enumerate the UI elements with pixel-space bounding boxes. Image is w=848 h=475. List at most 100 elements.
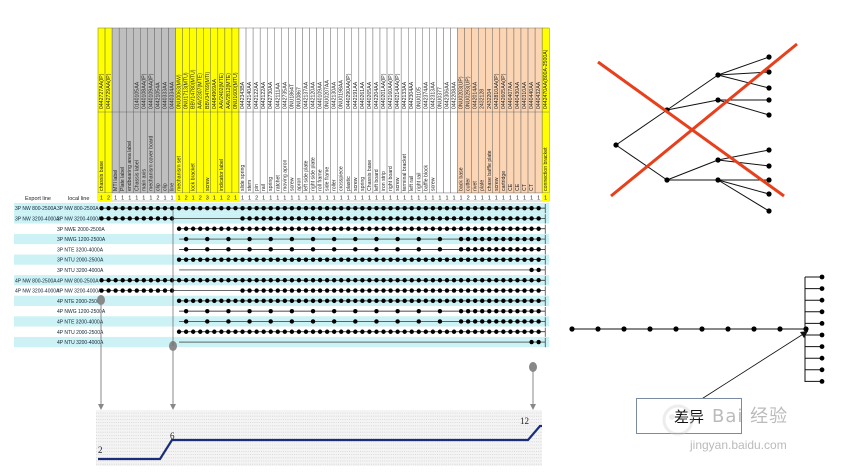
part-name: MTI label bbox=[113, 170, 119, 191]
bom-dot bbox=[127, 205, 132, 211]
qty-value: 1 bbox=[347, 195, 350, 201]
bom-dot bbox=[430, 257, 436, 262]
bom-dot bbox=[487, 319, 492, 324]
bom-dot bbox=[339, 257, 344, 262]
bom-dot bbox=[381, 205, 386, 211]
bom-dot bbox=[353, 308, 358, 314]
bom-dot bbox=[437, 236, 443, 242]
bom-dot bbox=[353, 216, 358, 221]
connector-arrow bbox=[530, 404, 536, 410]
bom-dot bbox=[106, 288, 111, 293]
bom-dot bbox=[409, 288, 414, 293]
bom-dot bbox=[494, 298, 499, 304]
bom-dot bbox=[402, 205, 407, 211]
part-name: screw bbox=[395, 177, 401, 191]
comb-leaf bbox=[819, 297, 825, 303]
bom-dot bbox=[233, 257, 238, 262]
qty-cell-bg bbox=[224, 193, 232, 201]
bom-dot bbox=[141, 216, 147, 221]
column-header bbox=[330, 27, 338, 194]
bom-dot bbox=[487, 236, 492, 242]
bom-dot bbox=[409, 329, 414, 334]
qty-value: 1 bbox=[170, 195, 173, 201]
bom-dot bbox=[472, 329, 478, 334]
bom-dot bbox=[395, 247, 400, 252]
bom-dot bbox=[472, 257, 478, 262]
bom-dot bbox=[289, 308, 295, 314]
bom-dot bbox=[388, 226, 393, 231]
bom-dot bbox=[331, 247, 337, 252]
tree-edge bbox=[666, 159, 719, 181]
part-code: 0442122AA bbox=[261, 81, 267, 109]
bom-dot bbox=[275, 329, 280, 334]
bom-dot bbox=[458, 216, 464, 221]
part-name: slide spring bbox=[240, 165, 246, 191]
bom-dot bbox=[360, 288, 365, 293]
part-code: 0442204AA bbox=[374, 81, 380, 109]
bom-dot bbox=[508, 257, 513, 262]
bom-dot bbox=[339, 216, 344, 221]
bom-dot bbox=[261, 298, 266, 304]
qty-value: 1 bbox=[114, 195, 117, 201]
tree-node bbox=[766, 191, 772, 197]
bom-dot bbox=[494, 236, 499, 242]
bom-dot bbox=[275, 298, 280, 304]
bom-dot bbox=[155, 205, 161, 211]
bom-dot bbox=[430, 205, 436, 211]
bom-dot bbox=[480, 319, 485, 324]
bom-dot bbox=[353, 278, 358, 283]
bom-dot bbox=[282, 226, 288, 231]
column-header bbox=[203, 27, 212, 194]
local-line-label: 3P NW 3200-4000A bbox=[57, 216, 102, 222]
bom-dot bbox=[240, 205, 245, 211]
bom-dot bbox=[423, 288, 429, 293]
comb-leaf bbox=[819, 274, 825, 280]
qty-value: 1 bbox=[537, 195, 540, 201]
local-line-label: 4P NTU 3200-4000A bbox=[57, 340, 104, 346]
column-header bbox=[513, 27, 522, 194]
bom-dot bbox=[494, 329, 499, 334]
bom-dot bbox=[451, 226, 457, 231]
bom-dot bbox=[275, 257, 280, 262]
tree-node bbox=[766, 97, 772, 103]
bom-dot bbox=[360, 298, 365, 304]
bom-dot bbox=[480, 308, 485, 314]
bom-dot bbox=[480, 205, 485, 211]
tree-node bbox=[715, 72, 721, 78]
step-level-label: 2 bbox=[98, 445, 103, 455]
bom-dot bbox=[275, 216, 280, 221]
column-header bbox=[182, 27, 190, 194]
bom-dot bbox=[261, 278, 266, 283]
bom-dot bbox=[275, 288, 280, 293]
difference-callout: 差异 bbox=[636, 398, 742, 434]
tree-edge bbox=[666, 99, 719, 111]
qty-value: 1 bbox=[523, 195, 526, 201]
bom-dot bbox=[113, 288, 118, 293]
part-code: 0NU0377 bbox=[437, 87, 443, 109]
bom-dot bbox=[310, 216, 316, 221]
column-header bbox=[274, 27, 282, 194]
bom-dot bbox=[515, 278, 520, 283]
bom-dot bbox=[310, 236, 316, 242]
bom-dot bbox=[99, 216, 104, 221]
qty-cell-bg bbox=[175, 193, 183, 201]
bom-dot bbox=[317, 278, 323, 283]
qty-value: 2 bbox=[107, 195, 110, 201]
bom-dot bbox=[487, 205, 492, 211]
bom-dot bbox=[183, 278, 189, 283]
bom-dot bbox=[480, 329, 485, 334]
part-code: 0440265AA bbox=[367, 81, 373, 109]
bom-dot bbox=[275, 205, 280, 211]
bom-dot bbox=[374, 216, 379, 221]
bom-dot bbox=[310, 298, 316, 304]
part-code: 0442140AA bbox=[247, 81, 253, 109]
qty-value: 1 bbox=[410, 195, 413, 201]
bom-dot bbox=[247, 257, 252, 262]
column-header bbox=[104, 27, 113, 194]
bom-dot bbox=[472, 278, 478, 283]
bom-dot bbox=[331, 319, 337, 324]
part-name: left board bbox=[374, 169, 380, 191]
bom-dot bbox=[310, 319, 316, 324]
bom-dot bbox=[458, 319, 464, 324]
bom-dot bbox=[451, 216, 457, 221]
